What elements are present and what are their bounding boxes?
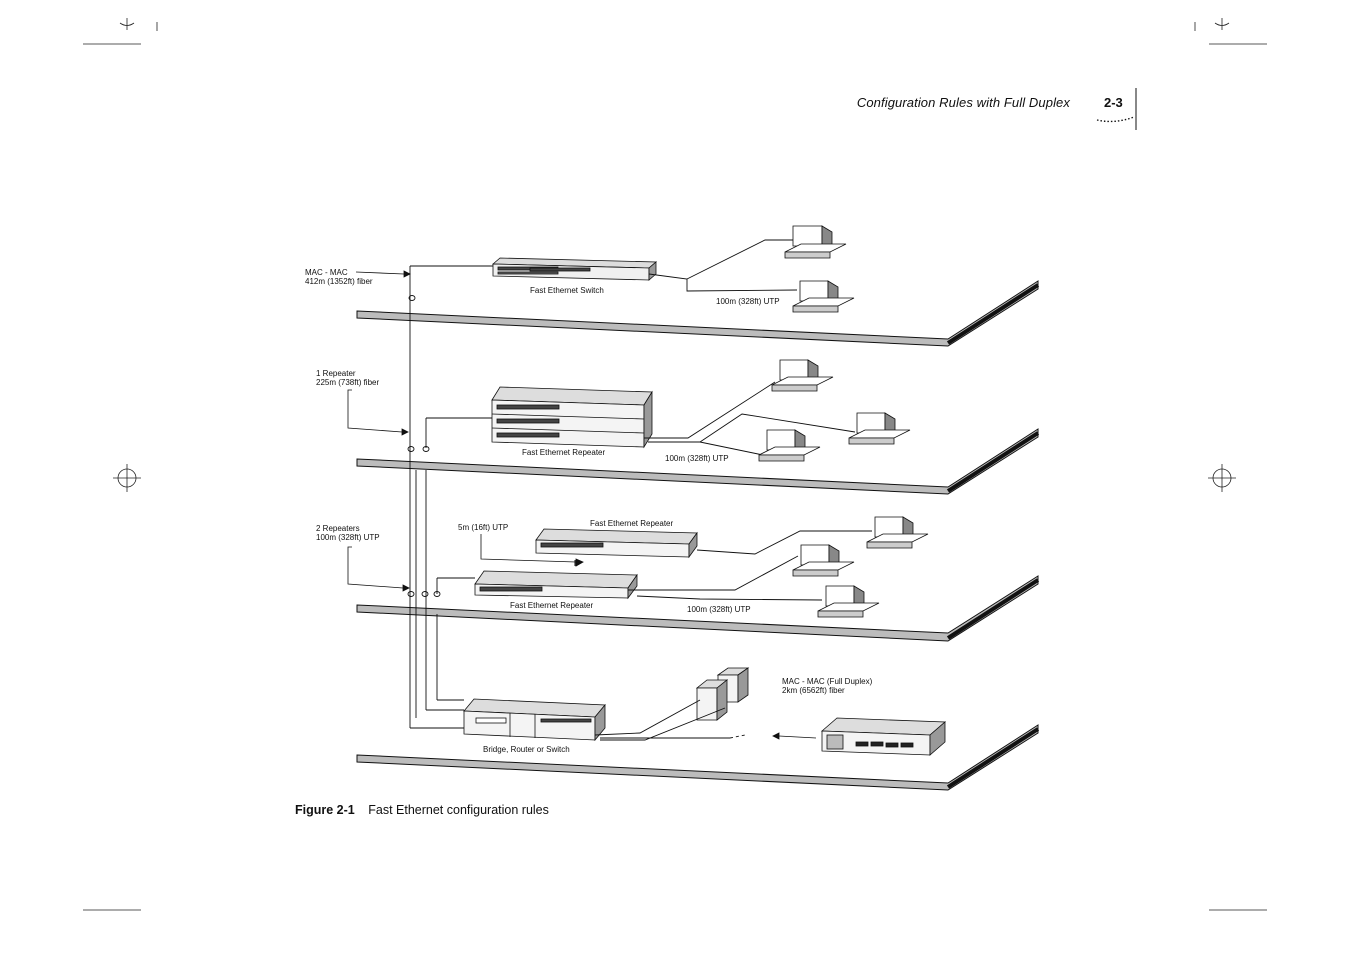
floor2-repeater-label: Fast Ethernet Repeater — [522, 448, 605, 457]
registration-mark-left — [113, 464, 141, 492]
workstation-icon — [817, 585, 880, 618]
workstation-icon — [866, 516, 929, 549]
floor3-repeater-upper-label: Fast Ethernet Repeater — [590, 519, 673, 528]
mac-mac-label: MAC - MAC — [305, 268, 348, 277]
crop-marks — [83, 18, 1267, 911]
full-duplex-label: MAC - MAC (Full Duplex) — [782, 677, 873, 686]
bridge-router-switch — [463, 698, 606, 742]
two-repeaters-utp-label: 100m (328ft) UTP — [316, 533, 380, 542]
full-duplex-fiber-label: 2km (6562ft) fiber — [782, 686, 845, 695]
floor2-utp-cables — [644, 381, 856, 456]
floor2-utp-label: 100m (328ft) UTP — [665, 454, 729, 463]
floor-slab-2 — [356, 428, 1040, 495]
running-header-title: Configuration Rules with Full Duplex — [856, 95, 1070, 110]
workstation-icon — [792, 544, 855, 577]
floor3-utp-cables — [574, 530, 872, 601]
floor4-cables — [594, 699, 746, 741]
figure-caption-text: Fast Ethernet configuration rules — [368, 803, 549, 817]
floor1-pointer — [355, 270, 411, 278]
fast-ethernet-switch — [491, 257, 658, 281]
stacked-repeaters — [491, 386, 653, 449]
floor-slab-4 — [356, 724, 1040, 791]
registration-mark-right — [1208, 464, 1236, 492]
floor3-utp-label: 100m (328ft) UTP — [687, 605, 751, 614]
server-tower — [695, 679, 729, 721]
mac-mac-fiber-label: 412m (1352ft) fiber — [305, 277, 373, 286]
two-repeaters-label: 2 Repeaters — [316, 524, 360, 533]
workstation-icon — [784, 225, 847, 259]
workstation-icon — [771, 359, 834, 392]
one-repeater-label: 1 Repeater — [316, 369, 356, 378]
figure-caption: Figure 2-1 Fast Ethernet configuration r… — [295, 803, 549, 817]
network-chassis — [820, 717, 947, 756]
switch-label: Fast Ethernet Switch — [530, 286, 604, 295]
page-number: 2-3 — [1104, 95, 1123, 110]
floor1-utp-label: 100m (328ft) UTP — [716, 297, 780, 306]
bridge-label: Bridge, Router or Switch — [483, 745, 570, 754]
short-utp-pointer — [480, 534, 584, 567]
repeater-lower — [474, 570, 638, 600]
full-duplex-pointer — [772, 732, 817, 740]
riser-cables — [407, 265, 493, 729]
header-rule — [1096, 88, 1137, 130]
floor1-utp-cables — [648, 239, 800, 292]
workstation-icon — [758, 429, 821, 462]
figure-caption-label: Figure 2-1 — [295, 803, 355, 817]
floor3-repeater-lower-label: Fast Ethernet Repeater — [510, 601, 593, 610]
floor-slab-3 — [356, 575, 1040, 642]
one-repeater-fiber-label: 225m (738ft) fiber — [316, 378, 379, 387]
floor3-pointer — [347, 546, 410, 592]
repeater-upper — [535, 528, 698, 559]
workstation-icon — [792, 280, 855, 313]
short-utp-label: 5m (16ft) UTP — [458, 523, 508, 532]
floor-slab-1 — [356, 280, 1040, 347]
workstation-icon — [848, 412, 911, 445]
floor2-pointer — [347, 389, 409, 436]
